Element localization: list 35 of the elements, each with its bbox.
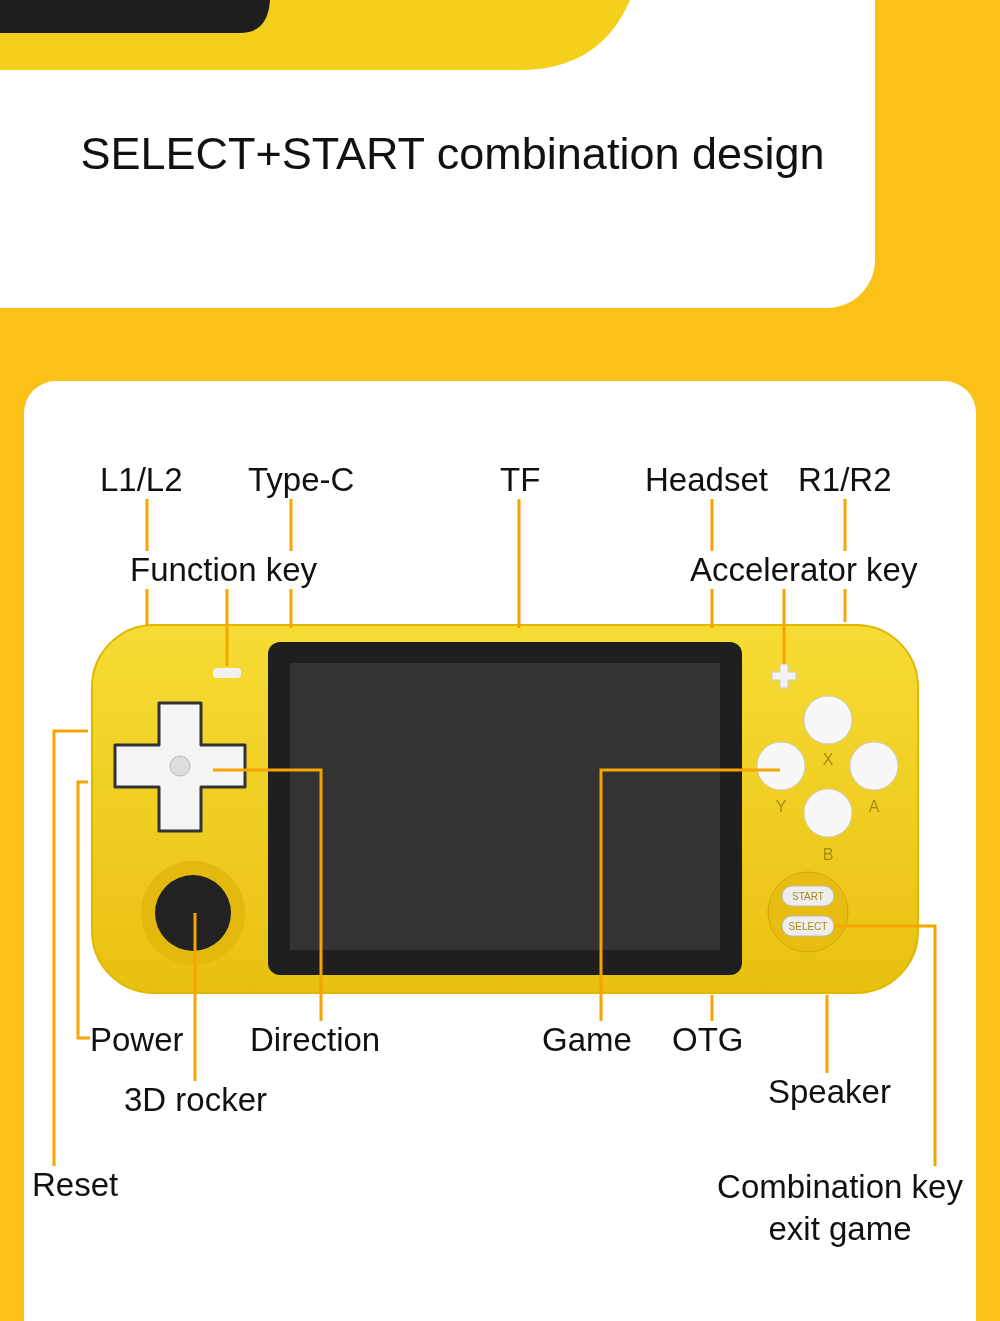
part-label: Game — [542, 1021, 632, 1059]
leader-line — [193, 913, 197, 1081]
leader-line — [76, 780, 90, 1040]
part-label: Reset — [32, 1166, 119, 1204]
leader-line — [782, 589, 786, 664]
part-label: Function key — [130, 551, 318, 589]
select-button — [781, 915, 835, 937]
button-label: START — [792, 891, 824, 902]
part-label: Power — [90, 1021, 184, 1059]
part-label: TF — [500, 461, 541, 499]
leader-line — [825, 995, 829, 1073]
leader-line — [834, 924, 937, 1166]
leader-line — [517, 499, 521, 628]
leader-line — [710, 995, 714, 1021]
button-label: B — [822, 846, 834, 863]
button-label: X — [822, 751, 834, 768]
button-label: SELECT — [788, 921, 828, 932]
part-label: Speaker — [768, 1073, 891, 1111]
part-label: OTG — [672, 1021, 744, 1059]
part-label: Combination key exit game — [706, 1166, 974, 1250]
button-label: A — [868, 798, 880, 815]
leader-line — [599, 768, 780, 1021]
leader-line — [52, 729, 88, 1166]
part-label: Direction — [250, 1021, 381, 1059]
leader-line — [225, 589, 229, 666]
part-label: Accelerator key — [690, 551, 918, 589]
part-label: 3D rocker — [124, 1081, 268, 1119]
part-label: Type-C — [248, 461, 355, 499]
plus-key — [771, 663, 797, 689]
button-label: Y — [775, 798, 787, 815]
title: SELECT+START combination design — [79, 128, 826, 180]
leader-line — [213, 768, 323, 1021]
part-label: Headset — [645, 461, 768, 499]
part-label: R1/R2 — [798, 461, 892, 499]
part-label: L1/L2 — [100, 461, 183, 499]
